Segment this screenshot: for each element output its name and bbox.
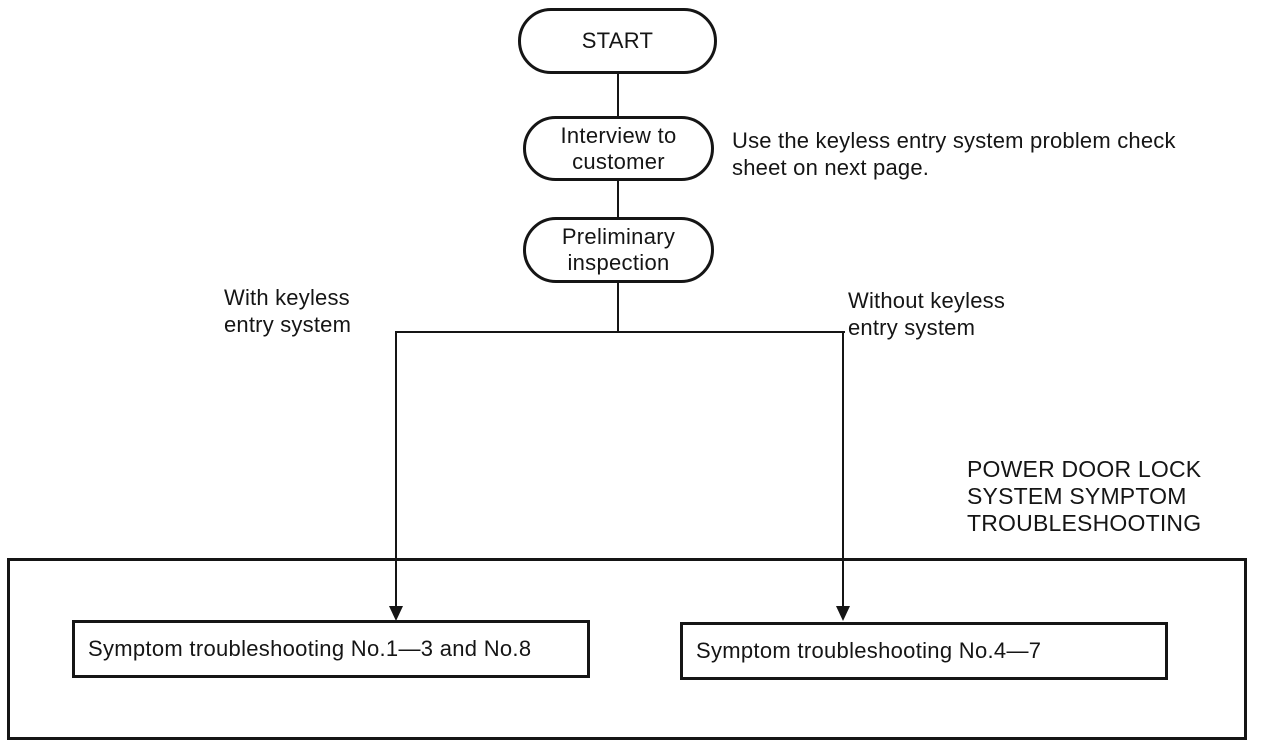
section-caption-line1: POWER DOOR LOCK: [967, 456, 1202, 482]
interview-note: Use the keyless entry system problem che…: [732, 127, 1176, 181]
branch-condition-with-keyless-line1: With keyless: [224, 285, 350, 310]
result-box-right-label: Symptom troubleshooting No.4—7: [696, 638, 1042, 663]
branch-condition-without-keyless: Without keyless entry system: [848, 287, 1005, 341]
result-box-left-label: Symptom troubleshooting No.1—3 and No.8: [88, 636, 532, 661]
branch-condition-without-keyless-line1: Without keyless: [848, 288, 1006, 313]
node-interview-label-line2: customer: [572, 148, 665, 174]
node-preliminary: Preliminary inspection: [523, 217, 714, 283]
troubleshooting-group-box: [7, 558, 1247, 740]
arrow-down-icon: [389, 606, 403, 621]
interview-note-line1: Use the keyless entry system problem che…: [732, 128, 1176, 153]
connector-preliminary-to-branch: [617, 282, 619, 333]
node-start: START: [518, 8, 717, 74]
section-caption-line3: TROUBLESHOOTING: [967, 510, 1202, 536]
node-interview: Interview to customer: [523, 116, 714, 181]
interview-note-line2: sheet on next page.: [732, 155, 930, 180]
result-box-right: Symptom troubleshooting No.4—7: [680, 622, 1168, 680]
section-caption: POWER DOOR LOCK SYSTEM SYMPTOM TROUBLESH…: [967, 456, 1201, 537]
node-preliminary-label-line1: Preliminary: [561, 224, 676, 249]
branch-left-vertical-line: [395, 331, 397, 609]
result-box-left: Symptom troubleshooting No.1—3 and No.8: [72, 620, 590, 678]
branch-condition-without-keyless-line2: entry system: [848, 315, 976, 340]
arrow-down-icon: [836, 606, 850, 621]
branch-condition-with-keyless: With keyless entry system: [224, 284, 351, 338]
branch-right-vertical-line: [842, 331, 844, 609]
node-interview-label-line1: Interview to: [560, 122, 677, 148]
branch-condition-with-keyless-line2: entry system: [224, 312, 352, 337]
node-start-label: START: [581, 28, 654, 53]
connector-start-to-interview: [617, 73, 619, 117]
connector-interview-to-preliminary: [617, 180, 619, 218]
branch-horizontal-line: [395, 331, 845, 333]
section-caption-line2: SYSTEM SYMPTOM: [967, 483, 1187, 509]
node-preliminary-label-line2: inspection: [567, 250, 670, 275]
